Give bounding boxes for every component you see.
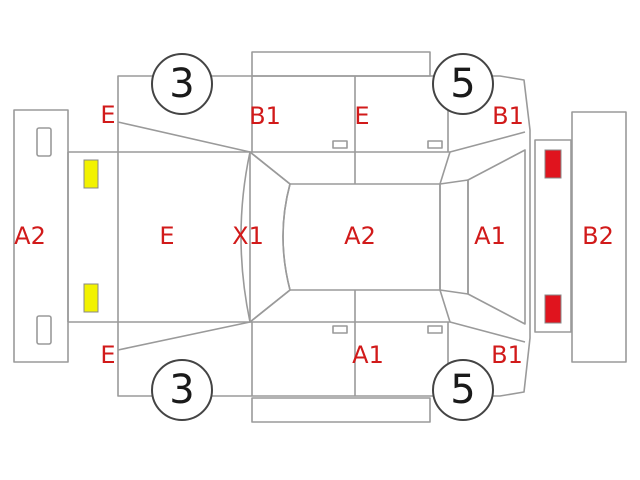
code-rear-fender-right: B1 [491,341,523,369]
trunk-panel [467,149,526,325]
wheel-rear-right: 5 [432,359,494,421]
code-roof: A2 [344,222,376,250]
door-handle-bottom-1 [332,325,348,334]
code-rear-door-right: A1 [352,341,384,369]
code-front-bumper: A2 [14,222,46,250]
code-rear-bumper: B2 [582,222,614,250]
front-bumper-slot-top [36,127,52,157]
wheel-rear-right-number: 5 [450,367,475,413]
car-body-outline [68,75,531,397]
rear-bumper [571,111,627,363]
wheel-front-left-circle [151,53,213,115]
front-bumper [13,109,69,363]
cabin-frame-top [249,151,451,185]
wheel-rear-left-circle [432,53,494,115]
code-rear-window: A1 [474,222,506,250]
cabin-frame-bottom [249,289,451,323]
code-front-fender-right: E [100,341,115,369]
code-front-door-left: B1 [249,102,281,130]
roof-rail-bottom [251,397,431,423]
roof-panel [282,183,441,291]
wheel-front-right-number: 3 [169,367,194,413]
front-light-bottom [83,283,99,313]
rear-light-housing [534,139,572,333]
rear-light-bottom [544,294,562,324]
door-handle-top-2 [427,140,443,149]
wheel-front-right-circle [151,359,213,421]
rear-window [439,179,469,295]
code-windshield: X1 [232,222,264,250]
code-front-fender-left: E [100,101,115,129]
wheel-front-right: 3 [151,359,213,421]
wheel-rear-left-number: 5 [450,61,475,107]
door-handle-bottom-2 [427,325,443,334]
wheel-front-left: 3 [151,53,213,115]
side-line-bottom [117,321,526,351]
front-bumper-slot-bottom [36,315,52,345]
code-rear-door-left: E [354,102,369,130]
rear-light-top [544,149,562,179]
wheel-front-left-number: 3 [169,61,194,107]
front-light-top [83,159,99,189]
code-rear-fender-left: B1 [492,102,524,130]
wheel-rear-right-circle [432,359,494,421]
hood-outline [117,151,251,323]
door-handle-top-1 [332,140,348,149]
roof-rail-top [251,51,431,77]
wheel-rear-left: 5 [432,53,494,115]
code-hood: E [159,222,174,250]
side-line-top [117,121,526,153]
